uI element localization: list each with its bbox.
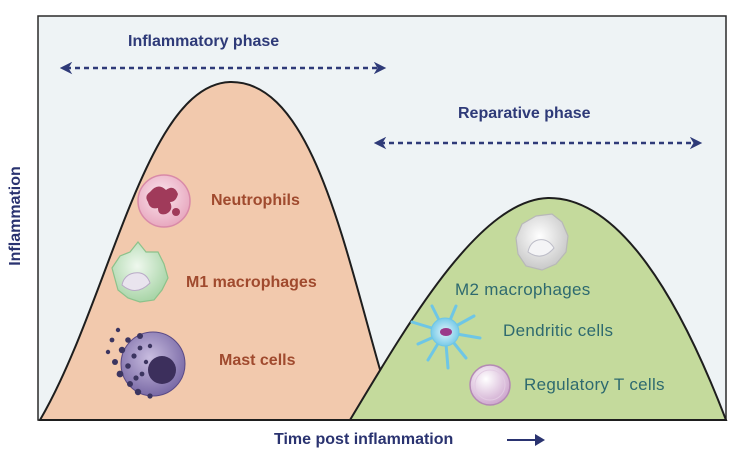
m1-macrophages-label: M1 macrophages xyxy=(186,274,317,291)
dendritic-cells-label: Dendritic cells xyxy=(503,321,614,340)
regulatory-t-cell-icon xyxy=(469,364,511,406)
x-axis-arrow-icon xyxy=(507,434,545,446)
inflammatory-phase-label: Inflammatory phase xyxy=(128,33,280,50)
mast-cells-label: Mast cells xyxy=(219,352,296,369)
reparative-phase-label: Reparative phase xyxy=(458,105,591,122)
m2-macrophages-label: M2 macrophages xyxy=(455,280,591,299)
inflammatory-curve xyxy=(38,80,397,421)
y-axis-label: Inflammation xyxy=(7,166,24,266)
m1-macrophage-cell-icon xyxy=(111,241,169,303)
neutrophil-cell-icon xyxy=(137,174,191,228)
mast-cell-icon xyxy=(105,327,186,399)
dendritic-cell-icon xyxy=(410,304,482,370)
x-axis-label: Time post inflammation xyxy=(274,431,454,448)
m2-macrophage-cell-icon xyxy=(515,213,569,271)
regulatory-t-cells-label: Regulatory T cells xyxy=(524,375,665,394)
neutrophils-label: Neutrophils xyxy=(211,192,300,209)
